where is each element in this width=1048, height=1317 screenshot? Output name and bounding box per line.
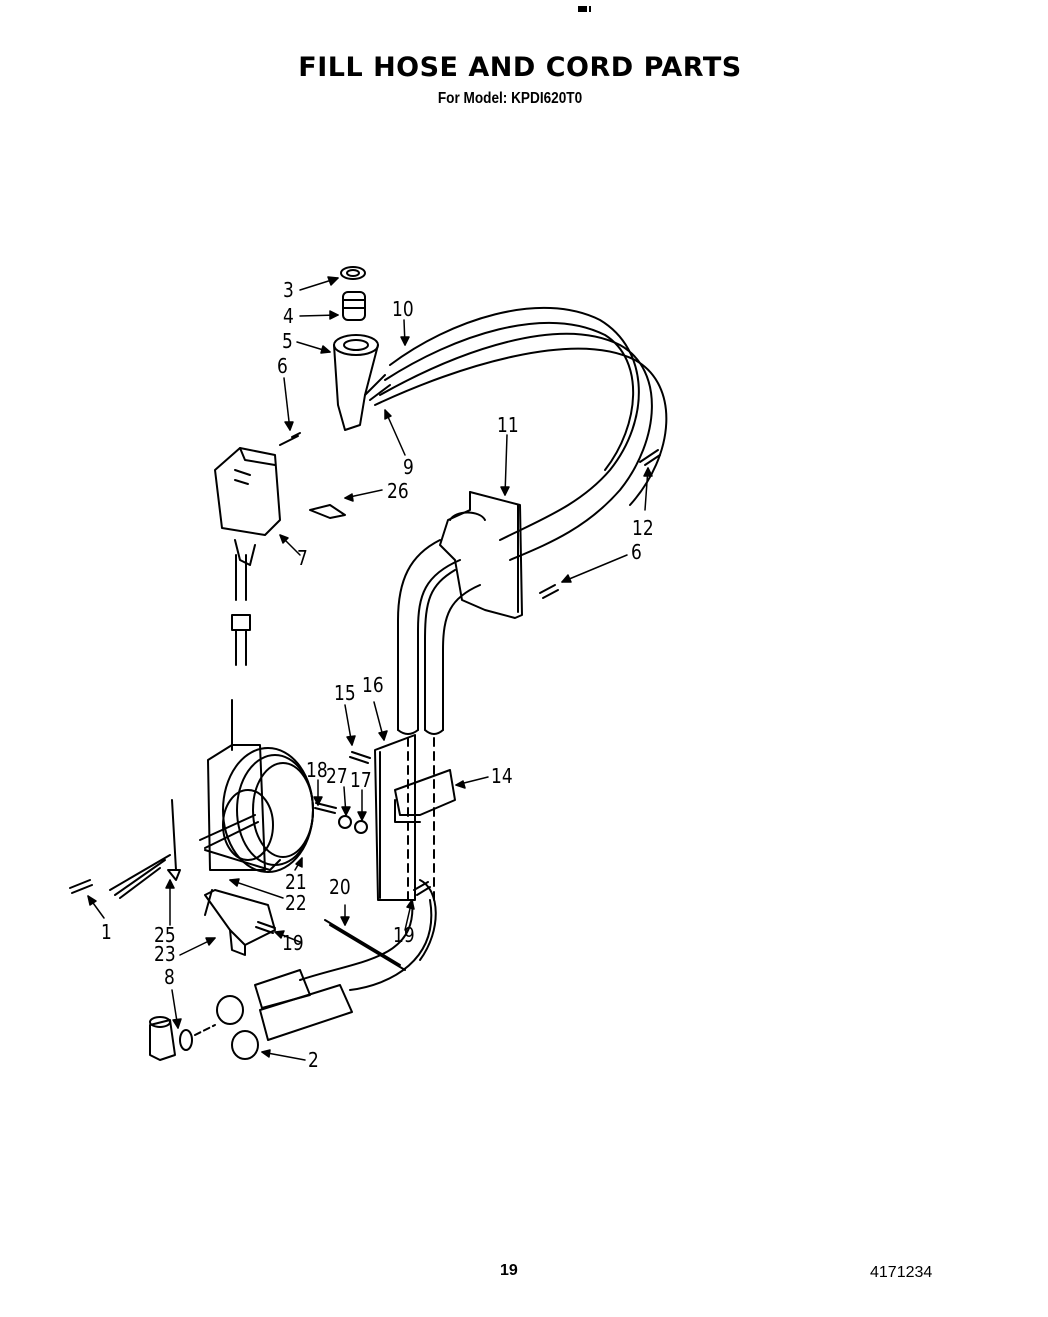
screws-illustration [69, 449, 661, 971]
callout-17: 17 [350, 768, 372, 792]
page-number: 19 [500, 1262, 518, 1279]
wire-harness-illustration [109, 799, 181, 899]
callout-14: 14 [491, 764, 513, 788]
page-mark [578, 6, 591, 12]
callout-6-top: 6 [277, 354, 288, 378]
callout-7: 7 [297, 546, 308, 570]
hose-bracket-illustration [439, 491, 523, 619]
callout-19-right: 19 [393, 923, 415, 947]
callout-9: 9 [403, 455, 414, 479]
callout-2: 2 [308, 1048, 319, 1072]
callout-21: 21 [285, 870, 307, 894]
callout-19-left: 19 [282, 931, 304, 955]
callout-25: 25 [154, 923, 176, 947]
callout-4: 4 [283, 304, 294, 328]
callout-16: 16 [362, 673, 384, 697]
callout-20: 20 [329, 875, 351, 899]
callout-6-right: 6 [631, 540, 642, 564]
callout-10: 10 [392, 297, 414, 321]
fill-hose-illustration [216, 307, 668, 1060]
callout-11: 11 [497, 413, 519, 437]
model-subtitle: For Model: KPDI620T0 [437, 90, 583, 107]
callout-27: 27 [326, 764, 348, 788]
callout-18: 18 [306, 758, 328, 782]
callout-1: 1 [101, 920, 112, 944]
inlet-fitting-illustration [333, 266, 391, 431]
elbow-fitting-illustration [149, 1016, 216, 1061]
hose-reel-illustration [199, 699, 314, 873]
callout-22: 22 [285, 891, 307, 915]
callout-26: 26 [387, 479, 409, 503]
callout-3: 3 [283, 278, 294, 302]
callout-23: 23 [154, 942, 176, 966]
callout-15: 15 [334, 681, 356, 705]
page-title: FILL HOSE AND CORD PARTS [298, 52, 742, 83]
callout-12: 12 [632, 516, 654, 540]
cord-box-illustration [214, 432, 346, 666]
document-number: 4171234 [870, 1264, 933, 1281]
switch-bracket-illustration [204, 889, 276, 956]
callout-5: 5 [282, 329, 293, 353]
callout-leaders [87, 276, 653, 1061]
callout-8: 8 [164, 965, 175, 989]
mounting-plate-illustration [374, 734, 456, 901]
